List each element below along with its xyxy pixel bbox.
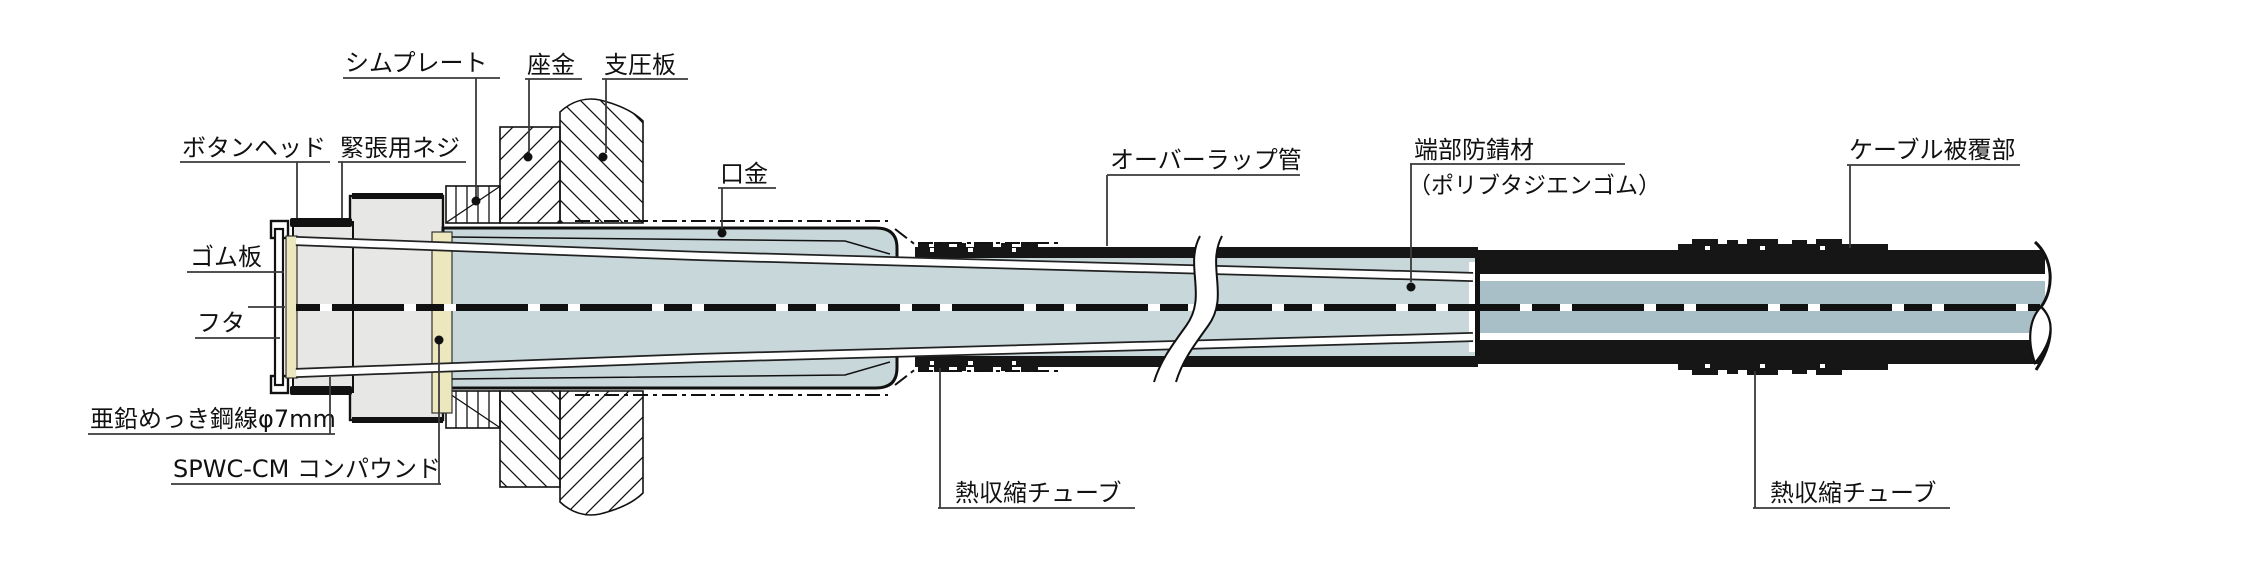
cable-heat-shrink-layer xyxy=(1678,239,1888,375)
washer-top xyxy=(499,126,561,224)
svg-text:ケーブル被覆部: ケーブル被覆部 xyxy=(1849,136,2016,164)
leader-dot-shim xyxy=(471,196,481,206)
leader-dot-compound xyxy=(434,335,444,345)
cable-end-break xyxy=(2029,240,2100,372)
label-washer: 座金 xyxy=(523,51,582,162)
shim-plate-top xyxy=(445,185,501,224)
svg-text:緊張用ネジ: 緊張用ネジ xyxy=(340,134,460,162)
heat-shrink-notches-left xyxy=(930,248,1016,365)
svg-text:支圧板: 支圧板 xyxy=(604,51,676,79)
svg-text:ボタンヘッド: ボタンヘッド xyxy=(182,134,326,162)
sleeve-bore-lines xyxy=(451,236,891,380)
leader-dot-washer xyxy=(523,152,533,162)
svg-text:端部防錆材: 端部防錆材 xyxy=(1414,136,1534,164)
leader-dot-bearing xyxy=(598,152,608,162)
label-shim-plate: シムプレート xyxy=(343,49,500,206)
rubber-plate-strip xyxy=(285,235,298,379)
leader-dot-socket-cap xyxy=(717,228,727,238)
bearing-plate-bottom xyxy=(559,390,644,516)
svg-text:シムプレート: シムプレート xyxy=(345,49,488,77)
compound-strip xyxy=(431,231,453,414)
pipe-break-lines xyxy=(1153,235,1223,383)
label-rubber-plate: ゴム板 xyxy=(187,243,284,273)
label-button-head: ボタンヘッド xyxy=(180,134,330,218)
label-heat-shrink-1: 熱収縮チューブ xyxy=(938,368,1135,509)
label-zinc-wire: 亜鉛めっき鋼線φ7mm xyxy=(88,377,336,435)
svg-text:熱収縮チューブ: 熱収縮チューブ xyxy=(955,479,1122,507)
leader-dot-rust-proof xyxy=(1406,282,1416,292)
label-overlap-pipe: オーバーラップ管 xyxy=(1106,146,1302,246)
svg-text:SPWC-CM コンパウンド: SPWC-CM コンパウンド xyxy=(173,455,441,483)
svg-text:座金: 座金 xyxy=(527,51,575,79)
hidden-thread-lines xyxy=(575,220,1062,396)
label-cable-sheath: ケーブル被覆部 xyxy=(1847,136,2020,248)
shim-plate-bottom xyxy=(445,390,501,429)
label-socket-cap: 口金 xyxy=(717,160,776,238)
heat-shrink-notches-right xyxy=(1705,246,1825,368)
label-lid: フタ xyxy=(195,306,285,339)
svg-text:ゴム板: ゴム板 xyxy=(190,243,262,271)
washer-bottom xyxy=(499,390,561,488)
svg-text:熱収縮チューブ: 熱収縮チューブ xyxy=(1770,479,1937,507)
svg-text:オーバーラップ管: オーバーラップ管 xyxy=(1110,146,1302,174)
label-heat-shrink-2: 熱収縮チューブ xyxy=(1753,371,1950,509)
svg-text:（ポリブタジエンゴム）: （ポリブタジエンゴム） xyxy=(1408,173,1661,199)
svg-text:フタ: フタ xyxy=(197,309,245,337)
label-compound: SPWC-CM コンパウンド xyxy=(171,335,444,485)
button-head-cap xyxy=(290,218,352,227)
label-tension-screw: 緊張用ネジ xyxy=(338,134,466,218)
label-end-rust-proof: 端部防錆材 （ポリブタジエンゴム） xyxy=(1406,136,1661,292)
label-bearing-plate: 支圧板 xyxy=(598,51,688,162)
centerline xyxy=(296,304,2072,311)
svg-text:亜鉛めっき鋼線φ7mm: 亜鉛めっき鋼線φ7mm xyxy=(90,405,336,433)
svg-text:口金: 口金 xyxy=(720,160,768,188)
